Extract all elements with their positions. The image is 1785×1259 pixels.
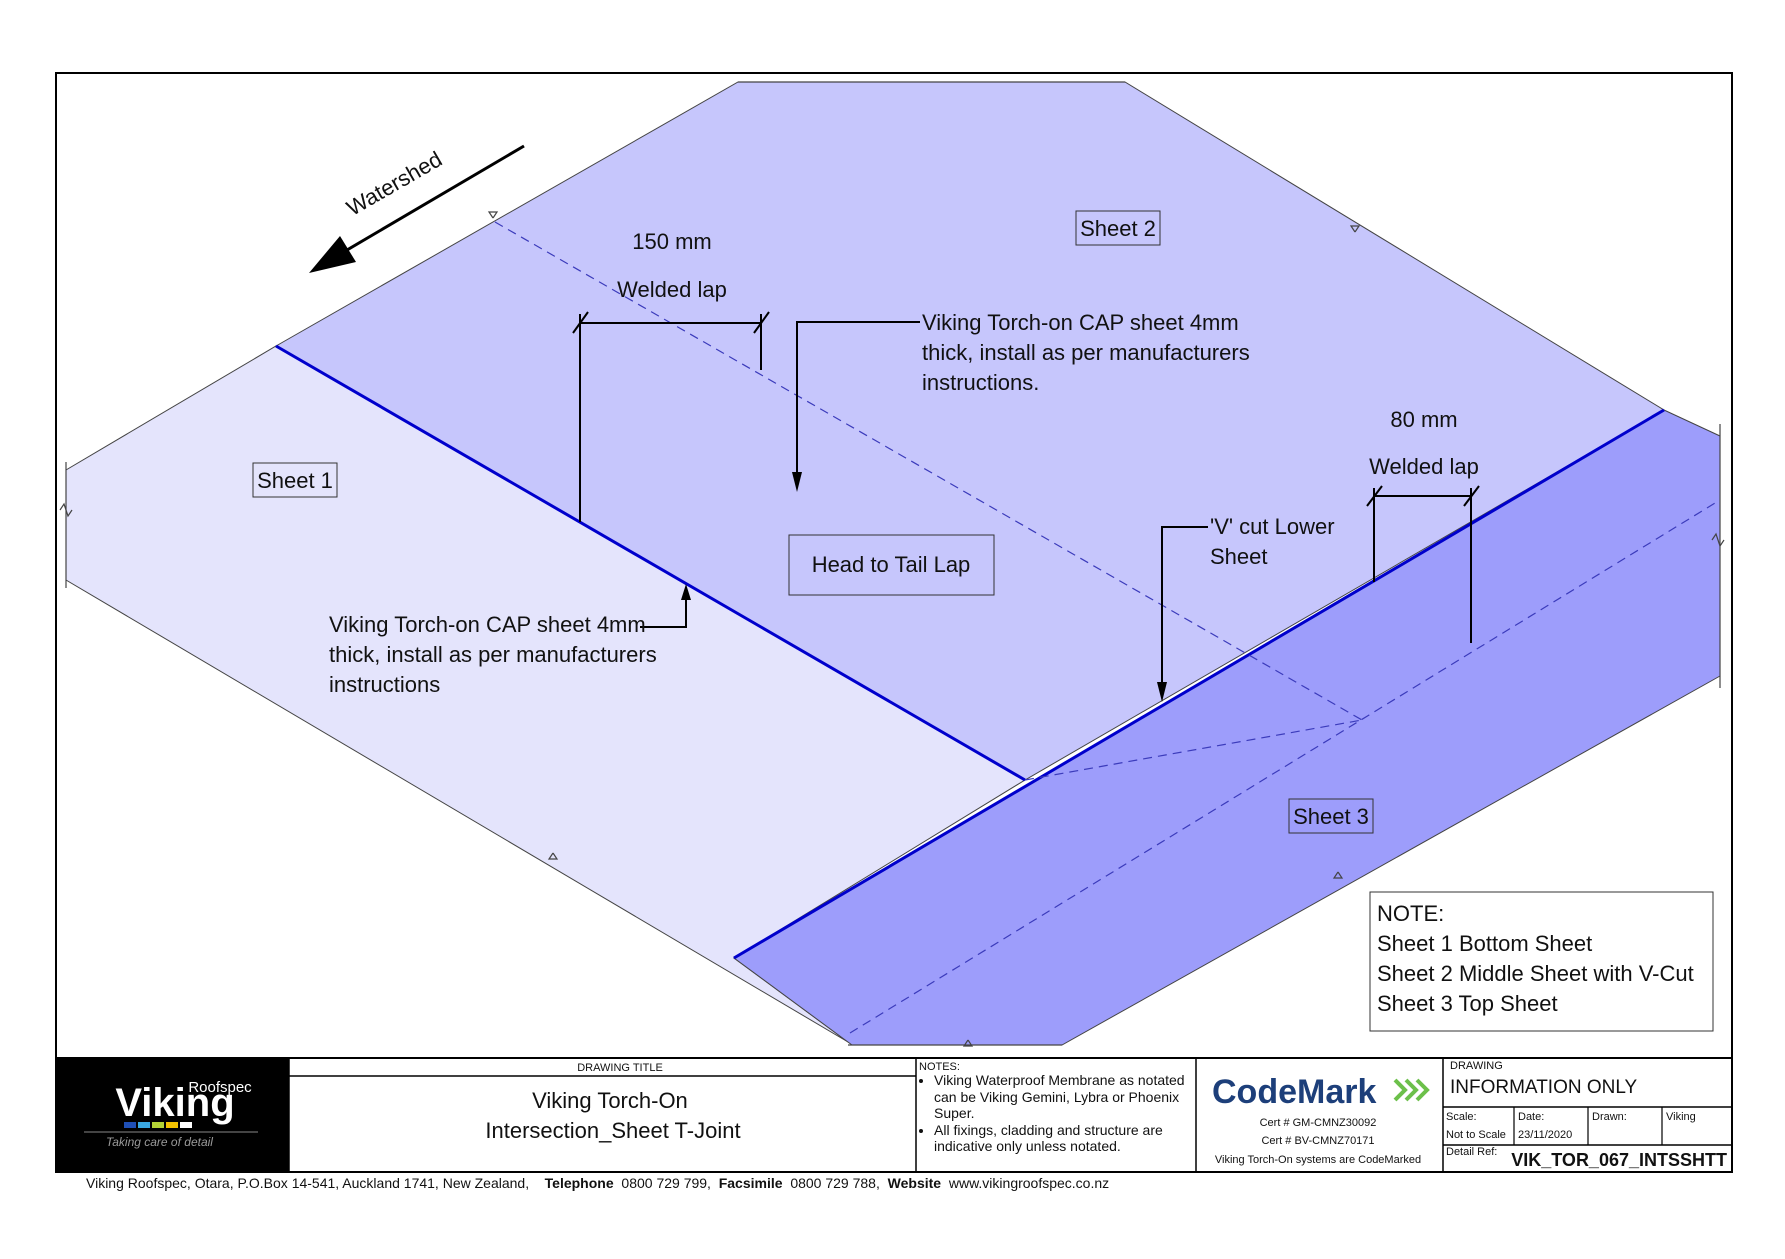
date-value: 23/11/2020: [1518, 1129, 1572, 1141]
footer-contact: Viking Roofspec, Otara, P.O.Box 14-541, …: [86, 1175, 1109, 1191]
callout-bottom-text: Viking Torch-on CAP sheet 4mm thick, ins…: [329, 612, 663, 697]
title-block: [56, 1057, 1732, 1172]
codemark-logo: CodeMark: [1212, 1073, 1376, 1111]
sheet-1-label-box: [252, 462, 338, 498]
footer-website-link[interactable]: www.vikingroofspec.co.nz: [948, 1175, 1110, 1191]
sheet-2-lower-edge: [275, 344, 1026, 782]
viking-logo-colorbar: [84, 1122, 258, 1133]
dimension-80-value: 80 mm: [1390, 407, 1457, 432]
footer-website-label: Website: [887, 1175, 942, 1191]
watershed-label: Watershed: [342, 146, 446, 220]
footer-telephone: 0800 729 799,: [621, 1175, 711, 1191]
dimension-150-value: 150 mm: [632, 229, 711, 254]
drawing-status: INFORMATION ONLY: [1450, 1077, 1638, 1098]
sheet-1-label: Sheet 1: [257, 468, 333, 493]
viking-logo-tagline: Taking care of detail: [106, 1135, 213, 1149]
dimension-150-lines: [572, 311, 770, 522]
drawing-title-header: DRAWING TITLE: [577, 1062, 663, 1074]
callout-top-text: Viking Torch-on CAP sheet 4mm thick, ins…: [922, 310, 1256, 395]
dimension-80-lines: [1366, 485, 1480, 643]
callout-top-arrowhead: [792, 472, 802, 492]
sheet-3-label: Sheet 3: [1293, 804, 1369, 829]
note-item: Viking Waterproof Membrane as notated ca…: [934, 1072, 1186, 1122]
viking-logo-brand: Viking: [115, 1081, 234, 1125]
codemark-cert2: Cert # BV-CMNZ70171: [1261, 1135, 1374, 1147]
viking-logo-sub: Roofspec: [188, 1079, 252, 1096]
dimension-80-label: Welded lap: [1369, 454, 1479, 479]
notes-list: Viking Waterproof Membrane as notated ca…: [916, 1072, 1186, 1155]
footer-facsimile: 0800 729 788,: [790, 1175, 880, 1191]
sheet-3-upper-edge: [733, 408, 1665, 960]
hidden-line-sheet3-edge: [849, 499, 1721, 1034]
date-label: Date:: [1518, 1111, 1544, 1123]
notes-header: NOTES:: [919, 1061, 960, 1073]
drawn-value: Viking: [1666, 1111, 1696, 1123]
hidden-line-sheet1-edge: [494, 221, 1363, 721]
callout-top-leader: [796, 321, 920, 480]
drawing-header: DRAWING: [1450, 1060, 1503, 1072]
callout-bottom-arrowhead: [681, 584, 691, 600]
note-box: [1369, 891, 1714, 1032]
drawing-title: Viking Torch-On Intersection_Sheet T-Joi…: [485, 1088, 740, 1143]
sheet-3-label-box: [1288, 798, 1374, 834]
scale-label: Scale:: [1446, 1111, 1477, 1123]
note-text: NOTE: Sheet 1 Bottom Sheet Sheet 2 Middl…: [1377, 901, 1700, 1016]
vcut-text: 'V' cut Lower Sheet: [1210, 514, 1341, 569]
head-to-tail-box: [788, 534, 995, 596]
callout-bottom-leader: [640, 592, 687, 628]
detail-ref-label: Detail Ref:: [1446, 1146, 1497, 1158]
vcut-leader: [1161, 526, 1208, 690]
head-to-tail-label: Head to Tail Lap: [812, 552, 971, 577]
drawing-frame: [55, 72, 1733, 1173]
scale-value: Not to Scale: [1446, 1129, 1506, 1141]
footer-address: Viking Roofspec, Otara, P.O.Box 14-541, …: [86, 1175, 530, 1191]
sheet-2-label-box: [1075, 210, 1161, 246]
hidden-line-vcut: [1024, 719, 1363, 781]
footer-telephone-label: Telephone: [544, 1175, 614, 1191]
sheet-2-label: Sheet 2: [1080, 216, 1156, 241]
codemark-chevrons: [1393, 1078, 1430, 1102]
vcut-arrowhead: [1157, 682, 1167, 702]
drawn-label: Drawn:: [1592, 1111, 1627, 1123]
note-item: All fixings, cladding and structure are …: [934, 1122, 1186, 1155]
detail-ref-value: VIK_TOR_067_INTSSHTT: [1511, 1150, 1727, 1170]
watershed-arrow: [309, 144, 525, 273]
footer-facsimile-label: Facsimile: [718, 1175, 783, 1191]
codemark-statement: Viking Torch-On systems are CodeMarked: [1215, 1154, 1421, 1166]
codemark-cert1: Cert # GM-CMNZ30092: [1260, 1117, 1377, 1129]
viking-logo-panel: [56, 1058, 289, 1172]
dimension-150-label: Welded lap: [617, 277, 727, 302]
